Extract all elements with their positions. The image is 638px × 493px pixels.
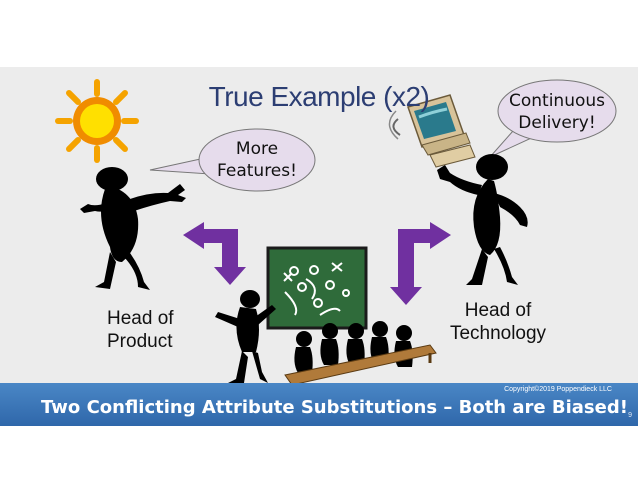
footer-bar — [0, 383, 638, 426]
head-of-product-figure — [80, 167, 186, 290]
role-head-of-product: Head of Product — [107, 307, 174, 353]
role-right-line1: Head of — [464, 300, 532, 321]
arrow-icon-right — [390, 222, 451, 305]
bubble-left-line1: More — [235, 139, 279, 159]
page-number: 9 — [628, 412, 632, 419]
copyright-text: Copyright©2019 Poppendieck LLC — [504, 386, 612, 393]
arrow-icon-left — [183, 222, 246, 285]
bubble-right-text: Continuous Delivery! — [500, 90, 614, 134]
head-of-technology-figure — [437, 154, 528, 285]
slide-artwork — [55, 79, 617, 393]
role-right-line2: Technology — [449, 323, 547, 344]
role-left-line2: Product — [107, 331, 173, 352]
speech-bubble-right — [489, 79, 617, 158]
chalkboard-icon — [266, 246, 368, 330]
bubble-right-line1: Continuous — [508, 91, 605, 111]
slide: True Example (x2) More Features! Continu… — [0, 67, 638, 426]
bubble-left-line2: Features! — [217, 161, 297, 181]
footer-caption: Two Conflicting Attribute Substitutions … — [41, 397, 628, 418]
computer-icon — [388, 94, 476, 168]
bubble-right-line2: Delivery! — [518, 113, 596, 133]
sun-icon — [55, 79, 139, 163]
role-head-of-technology: Head of Technology — [448, 299, 548, 345]
role-left-line1: Head of — [107, 308, 174, 329]
speech-bubble-left — [149, 128, 316, 192]
bubble-left-text: More Features! — [205, 138, 309, 182]
slide-title: True Example (x2) — [208, 81, 430, 112]
coach-figure — [215, 290, 276, 383]
